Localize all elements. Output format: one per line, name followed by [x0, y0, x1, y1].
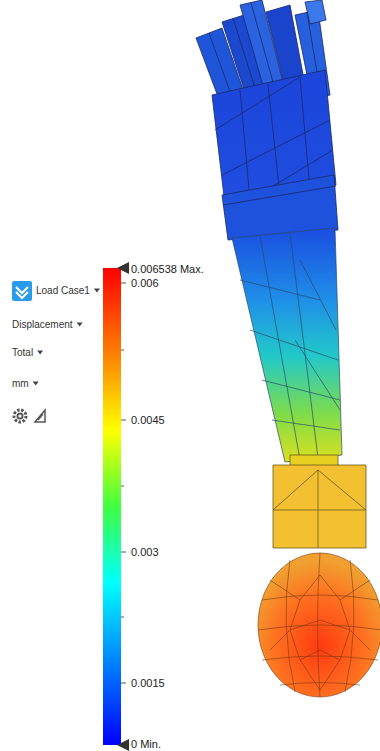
scale-value: 0.006: [131, 277, 159, 290]
scale-value: 0.0045: [131, 414, 165, 427]
color-bar-ticks: [121, 283, 126, 683]
min-marker: [117, 739, 129, 751]
scale-value: 0.003: [131, 546, 159, 559]
color-bar: [103, 268, 121, 745]
model-ball: [258, 553, 380, 697]
model-block: [273, 455, 366, 548]
model-lower-tube: [232, 228, 342, 462]
load-case-label: Load Case1: [36, 284, 90, 297]
dropdown-arrow: [33, 382, 39, 386]
dropdown-arrow: [94, 289, 100, 293]
options-icon: [35, 410, 45, 422]
max-marker: [117, 262, 129, 274]
dropdown-arrow: [37, 351, 43, 355]
model-upper-body: [212, 70, 338, 240]
dropdown-arrow: [77, 323, 83, 327]
min-value: 0 Min.: [131, 738, 161, 751]
result-type-label: Displacement: [12, 318, 73, 331]
max-value: 0.006538 Max.: [131, 263, 204, 276]
gear-icon: [14, 410, 26, 422]
check-mark: [16, 287, 28, 298]
checkbox-icon: [12, 281, 32, 301]
unit-label: mm: [12, 377, 29, 390]
component-label: Total: [12, 346, 33, 359]
scale-value: 0.0015: [131, 677, 165, 690]
